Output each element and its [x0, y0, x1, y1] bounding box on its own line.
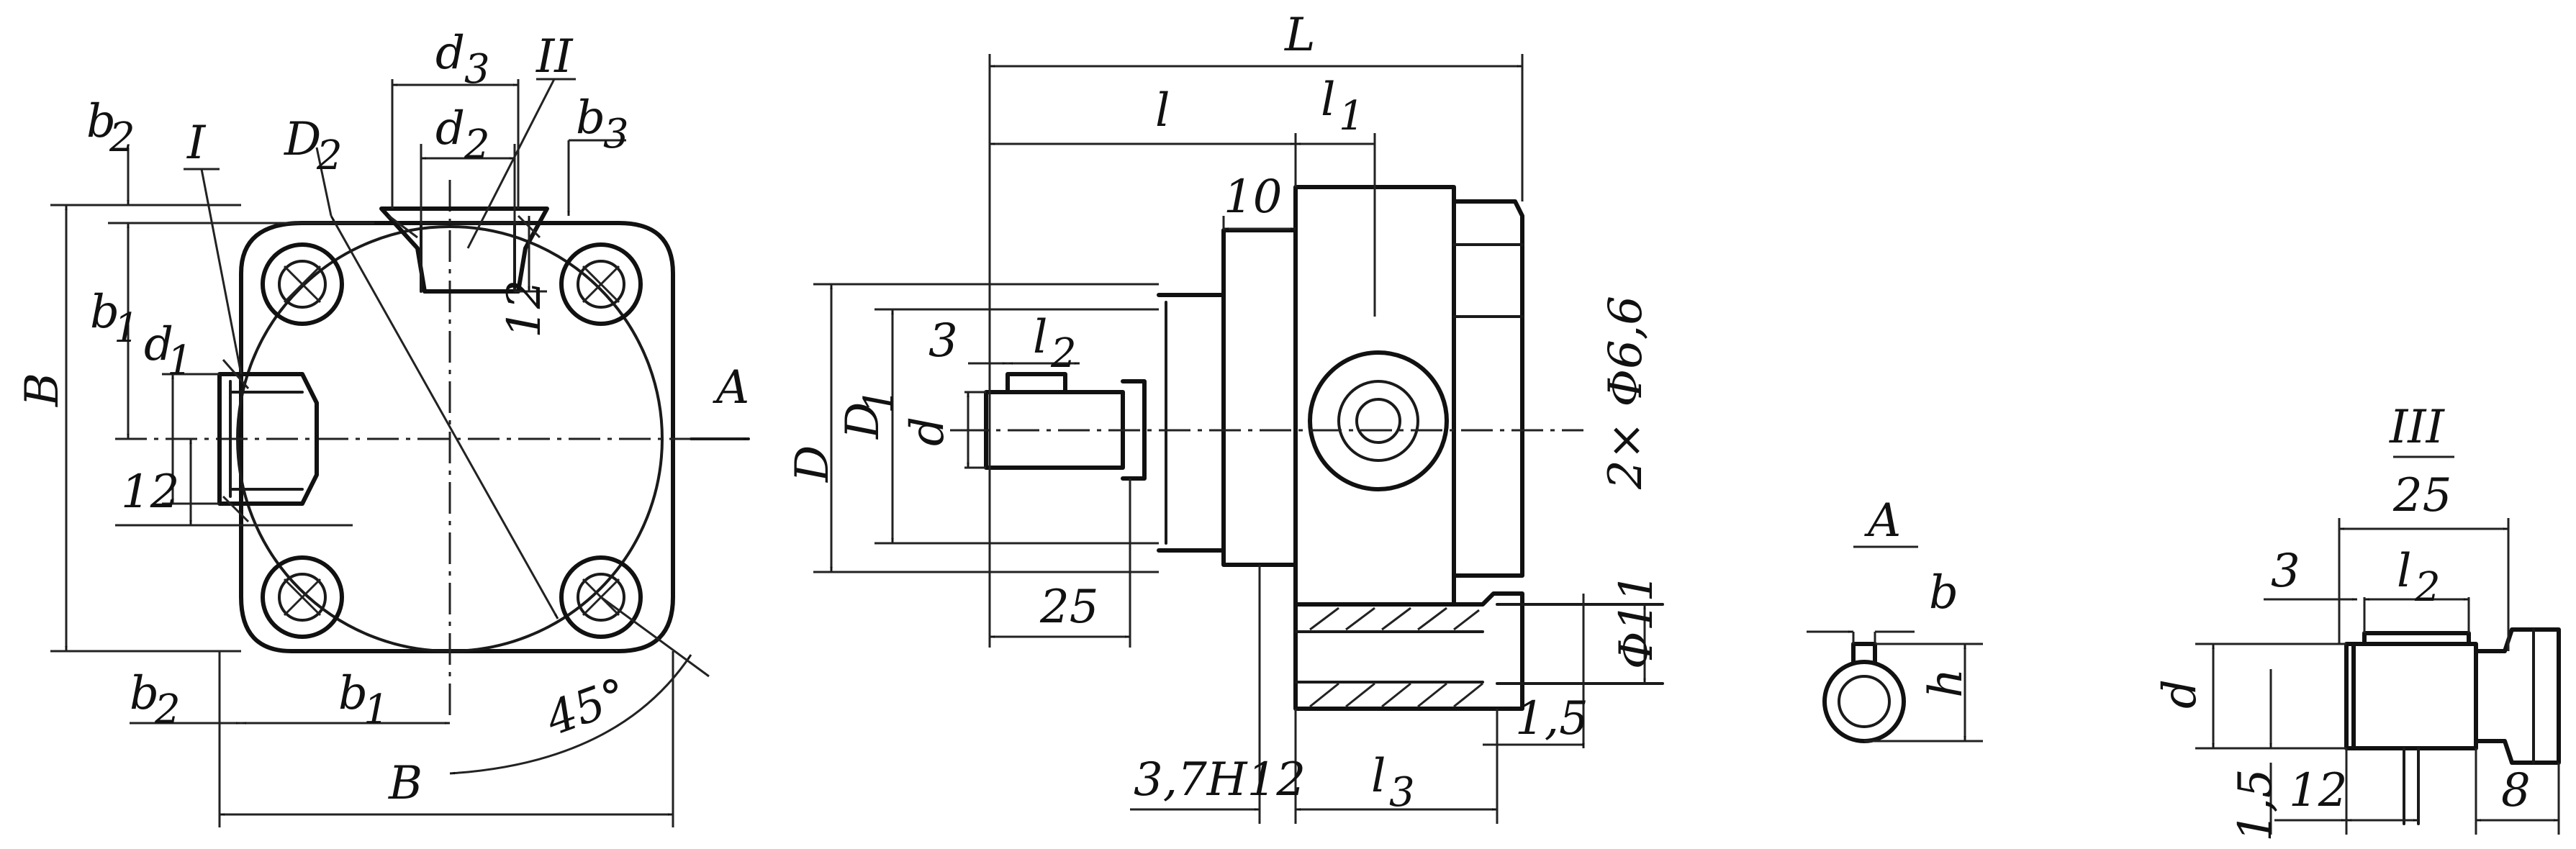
- dim-b3: b: [576, 91, 605, 145]
- view-a-dim-h: h: [1920, 668, 1973, 698]
- bolt-boss-tl: [261, 242, 344, 326]
- detail-iii: [2195, 455, 2561, 835]
- view-a-dim-b: b: [1929, 566, 1958, 619]
- dim-l3: l: [1371, 750, 1386, 803]
- note-holes: 2× Φ6,6: [1599, 296, 1653, 490]
- detail-iii-dim-d: d: [2154, 679, 2207, 709]
- side-view: [813, 54, 1664, 824]
- dim-D: D: [786, 445, 839, 483]
- detail-iii-scale: 25: [2392, 469, 2451, 522]
- bolt-boss-bl: [261, 555, 344, 639]
- dim-l1-sub: 1: [1339, 93, 1365, 140]
- detail-iii-dim-l2-sub: 2: [2414, 564, 2441, 611]
- dim-1-5: 1,5: [1515, 692, 1588, 745]
- dim-D1-sub: 1: [856, 388, 903, 414]
- dim-d2-sub: 2: [464, 122, 490, 168]
- dim-l: l: [1155, 84, 1170, 137]
- dim-b1-horizontal-sub: 1: [363, 686, 389, 733]
- dim-d3-sub: 3: [464, 46, 490, 93]
- dim-D1: D: [836, 402, 890, 440]
- dim-B-horizontal: B: [388, 757, 422, 810]
- dim-12-left: 12: [121, 466, 179, 519]
- dim-phi11: Φ11: [1610, 573, 1663, 669]
- dim-b2-bottom-sub: 2: [154, 686, 181, 733]
- dim-D2: D: [284, 113, 321, 166]
- dim-angle-45: 45°: [538, 668, 634, 747]
- dim-d2: d: [435, 102, 465, 155]
- dim-b2-top-sub: 2: [109, 114, 135, 161]
- view-a-title: A: [1864, 494, 1901, 548]
- label-port-II: II: [535, 30, 574, 83]
- dim-10: 10: [1224, 171, 1282, 224]
- port-i: [217, 359, 319, 523]
- dim-B-vertical: B: [16, 373, 69, 407]
- detail-iii-dim-12: 12: [2289, 764, 2347, 817]
- dim-b2-bottom: b: [130, 667, 159, 720]
- dim-b3-sub: 3: [603, 111, 629, 158]
- dim-b2-top: b: [86, 95, 116, 148]
- detail-iii-dim-3: 3: [2271, 545, 2300, 598]
- dim-d: d: [901, 417, 954, 446]
- front-view: [50, 78, 750, 827]
- dim-d3: d: [435, 27, 465, 80]
- detail-iii-title: III: [2389, 401, 2446, 454]
- dim-3: 3: [928, 314, 958, 368]
- dim-l2: l: [1033, 311, 1047, 364]
- dim-d1: d: [144, 318, 173, 371]
- dim-b1-vertical-sub: 1: [114, 305, 140, 352]
- dim-D2-sub: 2: [316, 132, 343, 179]
- fit-3-7H12: 3,7H12: [1134, 753, 1306, 807]
- dim-25: 25: [1039, 581, 1098, 634]
- dim-L: L: [1284, 9, 1316, 62]
- detail-iii-dim-l2: l: [2397, 545, 2411, 598]
- bolt-boss-tr: [559, 242, 643, 326]
- dim-b1-horizontal: b: [338, 667, 368, 720]
- dim-b1-vertical: b: [90, 286, 119, 339]
- view-A-arrow: A: [713, 361, 749, 414]
- detail-iii-dim-1-5: 1,5: [2229, 768, 2282, 842]
- detail-iii-dim-8: 8: [2501, 764, 2531, 817]
- dim-l1: l: [1321, 73, 1335, 127]
- label-port-I: I: [186, 117, 207, 170]
- view-a: [1807, 545, 1983, 743]
- dim-12-top: 12: [498, 280, 551, 338]
- dim-d1-sub: 1: [167, 337, 193, 384]
- dim-l3-sub: 3: [1389, 769, 1415, 816]
- dim-l2-sub: 2: [1050, 330, 1077, 377]
